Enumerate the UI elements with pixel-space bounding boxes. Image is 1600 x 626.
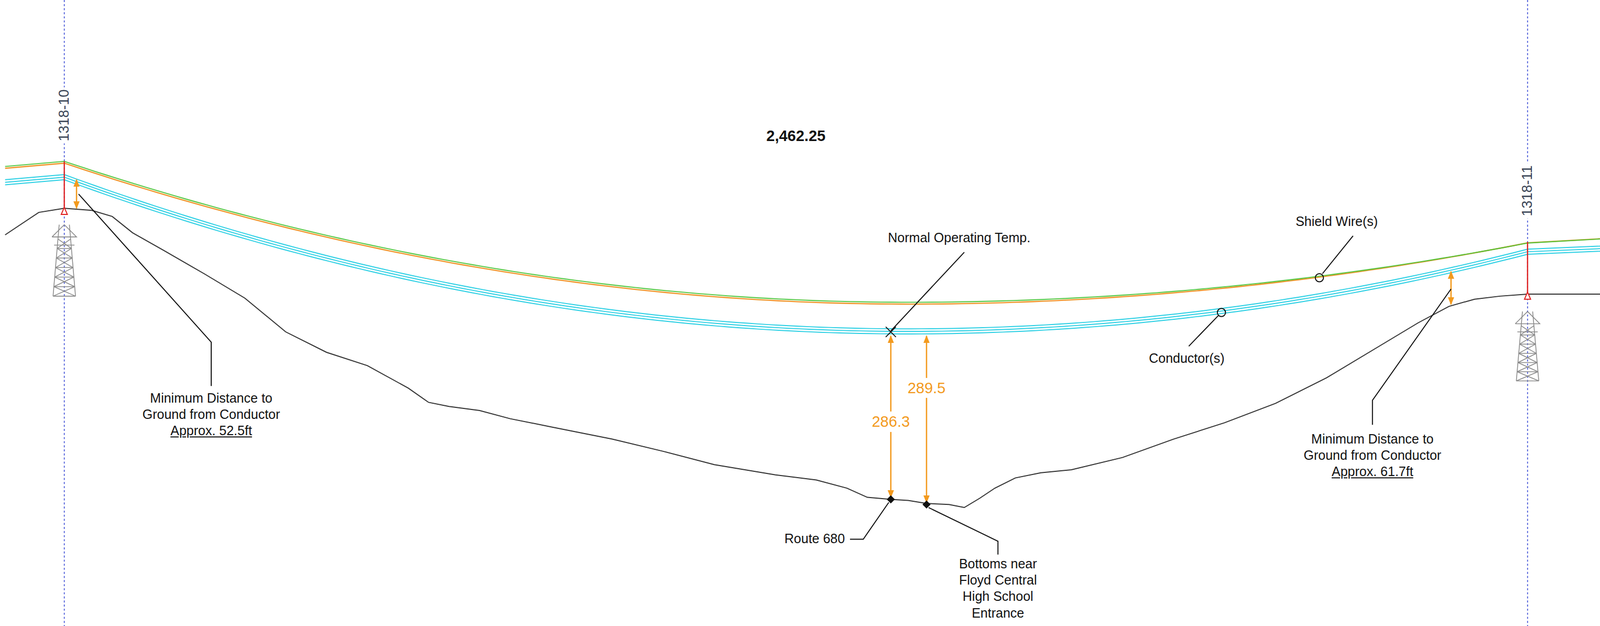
note-text: Minimum Distance to Ground from Conducto… — [1288, 430, 1457, 464]
low-point-mark — [885, 326, 896, 337]
clearance-dimension — [926, 335, 928, 503]
leader-line — [78, 193, 212, 386]
clearance-value: 286.3 — [869, 411, 912, 432]
wire-callout-circle — [1315, 273, 1324, 282]
wire-label: Conductor(s) — [1148, 350, 1225, 367]
ground-marker — [1524, 291, 1531, 300]
lattice-tower — [51, 224, 77, 297]
note-text: Normal Operating Temp. — [887, 229, 1031, 246]
leader-line — [1372, 288, 1452, 425]
conductor — [5, 174, 1600, 329]
clearance-dimension — [75, 179, 78, 209]
leader-line — [928, 507, 998, 555]
clearance-dimension — [1450, 271, 1452, 304]
structure-number: 1318-10 — [55, 87, 74, 144]
clearance-value: Approx. 52.5ft — [170, 422, 253, 439]
wire-callout-circle — [1217, 308, 1226, 317]
wire-label: Shield Wire(s) — [1295, 213, 1378, 230]
conductor — [5, 177, 1600, 332]
shield-wire — [5, 161, 1600, 303]
leader-line — [1188, 315, 1218, 346]
clearance-value: 289.5 — [905, 377, 949, 398]
point-marker — [922, 499, 931, 509]
point-marker — [886, 495, 896, 504]
ground-marker — [61, 207, 68, 215]
leader-line — [1322, 235, 1353, 274]
leader-line — [850, 502, 889, 539]
leader-line — [890, 252, 965, 331]
tower-centerline — [1527, 0, 1529, 626]
clearance-value: Approx. 61.7ft — [1331, 463, 1414, 480]
location-label: Bottoms near Floyd Central High School E… — [948, 554, 1048, 621]
note-text: Minimum Distance to Ground from Conducto… — [127, 389, 296, 423]
lattice-tower — [1515, 311, 1540, 381]
location-label: Route 680 — [784, 530, 845, 548]
conductor — [5, 179, 1600, 334]
ground-profile — [5, 208, 1600, 508]
span-length: 2,462.25 — [766, 126, 826, 146]
structure-number: 1318-11 — [1518, 163, 1538, 219]
structure-line — [1527, 242, 1529, 300]
